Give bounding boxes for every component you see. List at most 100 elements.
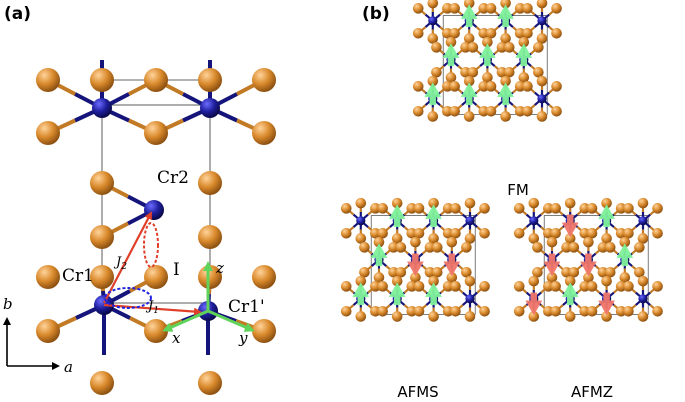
ligand-atom	[601, 197, 612, 209]
ligand-atom	[513, 305, 525, 317]
ligand-atom	[445, 72, 457, 83]
ligand-atom	[543, 203, 554, 214]
spin-up-arrow	[598, 204, 616, 228]
cr-atom	[144, 200, 164, 220]
ligand-atom	[410, 272, 421, 283]
spin-down-arrow	[598, 292, 616, 316]
panel-b: (b) FM AFMS AFMZ	[340, 0, 663, 401]
ligand-atom	[478, 105, 490, 117]
j1-arrow	[103, 303, 202, 316]
ligand-atom	[442, 227, 454, 239]
cr-atom	[537, 94, 547, 104]
spin-up-arrow	[460, 4, 478, 28]
ligand-atom	[412, 81, 424, 92]
ligand-atom	[463, 75, 475, 87]
ligand-atom	[500, 33, 511, 44]
ligand-atom	[355, 311, 367, 322]
ligand-atom	[377, 203, 388, 214]
ligand-atom	[90, 225, 114, 249]
ligand-atom	[482, 72, 493, 83]
local-y-label: y	[238, 329, 248, 347]
ligand-atom	[431, 66, 442, 78]
ligand-atom	[428, 275, 439, 287]
ligand-atom	[615, 305, 627, 317]
ligand-atom	[583, 236, 594, 248]
ligand-atom	[370, 305, 381, 317]
cr1-prime-label: Cr1'	[228, 297, 265, 317]
ligand-atom	[377, 305, 388, 317]
ligand-atom	[550, 203, 561, 214]
ligand-atom	[514, 105, 526, 117]
ligand-atom	[449, 27, 460, 39]
ligand-atom	[413, 203, 425, 214]
cr-atom	[638, 294, 648, 304]
ligand-atom	[391, 233, 403, 244]
ligand-atom	[427, 0, 439, 9]
ligand-atom	[449, 3, 460, 14]
ligand-atom	[144, 68, 168, 92]
ligand-atom	[564, 311, 576, 322]
ligand-atom	[601, 311, 612, 322]
ligand-atom	[652, 203, 663, 214]
afmz-structure	[513, 197, 663, 322]
ligand-atom	[198, 171, 222, 195]
cr-atom	[537, 16, 547, 26]
ligand-atom	[546, 236, 558, 248]
lattice-b-label: b	[3, 295, 13, 313]
ligand-atom	[518, 36, 530, 48]
spin-up-arrow	[424, 82, 442, 106]
ligand-atom	[442, 105, 453, 117]
ligand-atom	[536, 0, 548, 9]
ligand-atom	[90, 68, 114, 92]
local-x-label: x	[172, 329, 181, 347]
ligand-atom	[252, 319, 276, 343]
ligand-atom	[586, 227, 598, 239]
ligand-atom	[428, 197, 439, 209]
spin-up-arrow	[616, 243, 634, 267]
ligand-atom	[445, 36, 457, 48]
ligand-atom	[144, 121, 168, 145]
ligand-atom	[377, 227, 388, 239]
ligand-atom	[446, 272, 458, 283]
ligand-atom	[615, 227, 627, 239]
ligand-atom	[528, 233, 540, 244]
ligand-atom	[513, 203, 525, 214]
ligand-atom	[522, 105, 533, 117]
ligand-atom	[586, 305, 598, 317]
ligand-atom	[579, 281, 591, 292]
ligand-atom	[601, 233, 612, 244]
cr-atom	[356, 216, 366, 226]
ligand-atom	[500, 111, 511, 122]
ligand-atom	[579, 203, 591, 214]
ligand-atom	[36, 68, 60, 92]
ligand-atom	[586, 281, 598, 292]
spin-up-arrow	[425, 282, 443, 306]
spin-up-arrow	[515, 43, 533, 67]
ligand-atom	[252, 265, 276, 289]
ligand-atom	[652, 305, 663, 317]
ligand-atom	[514, 81, 526, 92]
ligand-atom	[478, 3, 490, 14]
local-x-axis	[162, 309, 209, 332]
ligand-atom	[463, 0, 475, 9]
ligand-atom	[543, 305, 554, 317]
spin-up-arrow	[388, 282, 406, 306]
ligand-atom	[579, 227, 591, 239]
ligand-atom	[532, 242, 543, 253]
ligand-atom	[532, 266, 543, 278]
ligand-atom	[450, 203, 461, 214]
ligand-atom	[615, 203, 627, 214]
ligand-atom	[424, 266, 436, 278]
j2-label: J2	[113, 255, 127, 272]
ligand-atom	[514, 3, 526, 14]
cr2-label: Cr2	[157, 168, 189, 188]
ligand-atom	[395, 242, 407, 253]
ligand-atom	[479, 203, 490, 214]
ligand-atom	[619, 272, 631, 283]
ligand-atom	[513, 281, 525, 292]
panel-b-label: (b)	[362, 4, 390, 24]
ligand-atom	[478, 27, 490, 39]
ligand-atom	[198, 68, 222, 92]
atoms	[36, 68, 276, 395]
ligand-atom	[579, 305, 591, 317]
